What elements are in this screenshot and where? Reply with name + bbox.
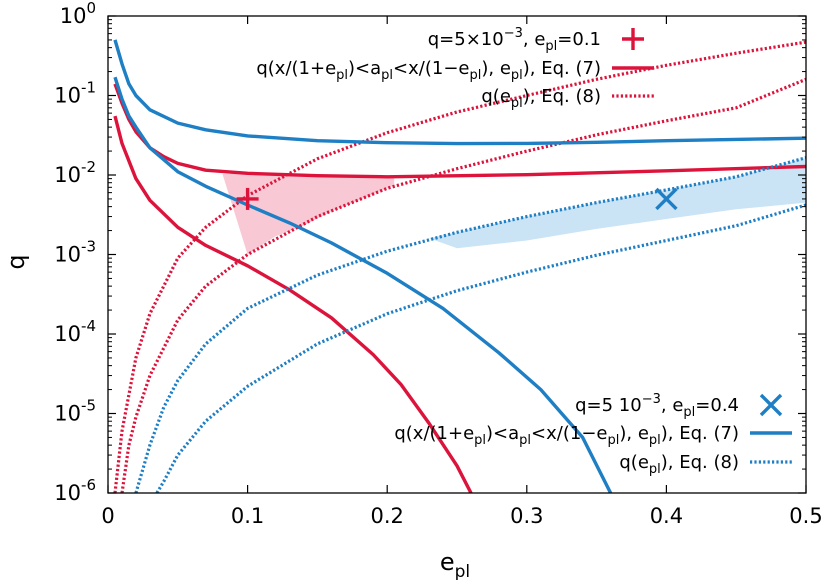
legend-top-label-1-part-4: <x/(1−e bbox=[393, 58, 469, 79]
legend-top-label-0-part-0: q=5×10 bbox=[428, 29, 504, 50]
band-0 bbox=[222, 173, 395, 255]
y-tick-base-3: 10 bbox=[54, 243, 81, 267]
legend-top-label-1-part-5: pl bbox=[469, 68, 481, 83]
y-tick-base-6: 10 bbox=[60, 4, 87, 28]
legend-top-label-1-part-3: pl bbox=[381, 68, 393, 83]
legend-bottom-label-2: q(epl), Eq. (8) bbox=[619, 452, 739, 477]
series-red-solid-1 bbox=[113, 115, 473, 493]
y-tick-exp-1: -5 bbox=[81, 397, 96, 415]
legend-bottom-label-1-part-0: q(x/(1+e bbox=[394, 423, 474, 444]
legend-bottom-label-0-part-3: pl bbox=[683, 405, 695, 420]
legend-bottom-label-1-part-4: <x/(1−e bbox=[531, 423, 607, 444]
y-tick-base-0: 10 bbox=[54, 481, 81, 505]
legend-bottom-label-0-part-2: , e bbox=[661, 395, 684, 416]
y-tick-exp-6: 0 bbox=[86, 0, 96, 17]
legend-bottom-label-1-part-5: pl bbox=[607, 433, 619, 448]
y-tick-exp-3: -3 bbox=[81, 238, 96, 256]
series-lines bbox=[113, 39, 806, 493]
legend-top-sample-plus-0 bbox=[622, 28, 644, 50]
x-axis-label-sub: pl bbox=[455, 562, 471, 580]
y-tick-label-3: 10-3 bbox=[54, 238, 96, 267]
y-tick-base-2: 10 bbox=[54, 322, 81, 346]
x-tick-label-5: 0.5 bbox=[789, 504, 822, 528]
legend-top-label-1-part-7: pl bbox=[511, 68, 523, 83]
series-red-solid-0 bbox=[113, 83, 806, 179]
y-tick-exp-4: -2 bbox=[81, 158, 96, 176]
legend-top-label-0: q=5×10−3, epl=0.1 bbox=[428, 26, 601, 54]
legend-bottom-label-1-part-8: ), Eq. (7) bbox=[661, 423, 739, 444]
legend-bottom-label-1-part-7: pl bbox=[649, 433, 661, 448]
legend-bottom-label-2-part-1: pl bbox=[649, 462, 661, 477]
legend-bottom-label-0-part-0: q=5 10 bbox=[575, 395, 642, 416]
y-tick-exp-0: -6 bbox=[81, 476, 96, 494]
legend-top: q=5×10−3, epl=0.1q(x/(1+epl)<apl<x/(1−ep… bbox=[256, 26, 654, 111]
series-blue-solid-5 bbox=[113, 76, 613, 493]
marker-cross-1 bbox=[655, 187, 678, 211]
x-tick-label-2: 0.2 bbox=[370, 504, 403, 528]
y-tick-exp-2: -4 bbox=[81, 317, 96, 335]
y-tick-exp-5: -1 bbox=[81, 79, 96, 97]
plot-frame bbox=[107, 15, 807, 494]
marker-cross-1-b bbox=[655, 187, 678, 211]
series-blue-dotted-6 bbox=[134, 156, 806, 493]
x-tick-label-0: 0 bbox=[101, 504, 114, 528]
series-blue-dotted-7 bbox=[155, 203, 806, 493]
y-tick-base-4: 10 bbox=[54, 163, 81, 187]
y-tick-label-1: 10-5 bbox=[54, 397, 96, 426]
legend-bottom-label-1-part-6: ), e bbox=[619, 423, 649, 444]
legend-top-label-1-part-6: ), e bbox=[481, 58, 511, 79]
legend-top-label-1-part-2: )<a bbox=[348, 58, 381, 79]
series-blue-solid-4 bbox=[113, 39, 806, 146]
x-tick-label-1: 0.1 bbox=[231, 504, 264, 528]
data-markers bbox=[236, 187, 678, 211]
legend-bottom-label-1-part-3: pl bbox=[519, 433, 531, 448]
x-axis-label-main: e bbox=[440, 548, 455, 576]
series-red-dotted-2 bbox=[113, 40, 806, 493]
legend-bottom-sample-cross-0 bbox=[759, 393, 783, 417]
y-tick-label-5: 10-1 bbox=[54, 79, 96, 108]
legend-bottom-label-1-part-1: pl bbox=[474, 433, 486, 448]
legend-bottom-label-2-part-2: ), Eq. (8) bbox=[661, 452, 739, 473]
legend-top-label-1: q(x/(1+epl)<apl<x/(1−epl), epl), Eq. (7) bbox=[256, 58, 601, 83]
legend-top-label-0-part-2: , e bbox=[523, 29, 546, 50]
legend-bottom-label-1: q(x/(1+epl)<apl<x/(1−epl), epl), Eq. (7) bbox=[394, 423, 739, 448]
y-tick-base-1: 10 bbox=[54, 402, 81, 426]
marker-plus-0 bbox=[236, 187, 259, 210]
legend-top-label-2-part-2: ), Eq. (8) bbox=[523, 86, 601, 107]
legend-bottom-label-2-part-0: q(e bbox=[619, 452, 649, 473]
legend-top-label-0-part-4: =0.1 bbox=[557, 29, 601, 50]
y-tick-base-5: 10 bbox=[54, 84, 81, 108]
legend-top-label-2: q(epl), Eq. (8) bbox=[481, 86, 601, 111]
legend-top-label-2-part-0: q(e bbox=[481, 86, 511, 107]
shaded-bands bbox=[222, 157, 806, 255]
legend-bottom: q=5 10−3, epl=0.4q(x/(1+epl)<apl<x/(1−ep… bbox=[394, 392, 792, 477]
y-tick-label-0: 10-6 bbox=[54, 476, 96, 505]
legend-top-label-1-part-1: pl bbox=[336, 68, 348, 83]
y-axis-label: q bbox=[2, 254, 30, 269]
legend-top-label-1-part-8: ), Eq. (7) bbox=[523, 58, 601, 79]
y-tick-label-2: 10-4 bbox=[54, 317, 96, 346]
legend-bottom-sample-cross-0-b bbox=[759, 393, 783, 417]
legend-top-label-0-part-3: pl bbox=[545, 39, 557, 54]
legend-bottom-label-0: q=5 10−3, epl=0.4 bbox=[575, 392, 739, 420]
y-tick-label-6: 100 bbox=[60, 0, 96, 28]
legend-bottom-label-0-part-4: =0.4 bbox=[695, 395, 739, 416]
legend-top-label-2-part-1: pl bbox=[511, 96, 523, 111]
legend-bottom-label-1-part-2: )<a bbox=[486, 423, 519, 444]
legend-top-label-1-part-0: q(x/(1+e bbox=[256, 58, 336, 79]
legend-top-label-0-part-1: −3 bbox=[504, 26, 523, 41]
x-tick-label-3: 0.3 bbox=[510, 504, 543, 528]
x-axis-label: epl bbox=[440, 548, 470, 580]
legend-bottom-label-0-part-1: −3 bbox=[642, 392, 661, 407]
x-tick-label-4: 0.4 bbox=[650, 504, 683, 528]
band-1 bbox=[429, 157, 806, 249]
y-tick-label-4: 10-2 bbox=[54, 158, 96, 187]
